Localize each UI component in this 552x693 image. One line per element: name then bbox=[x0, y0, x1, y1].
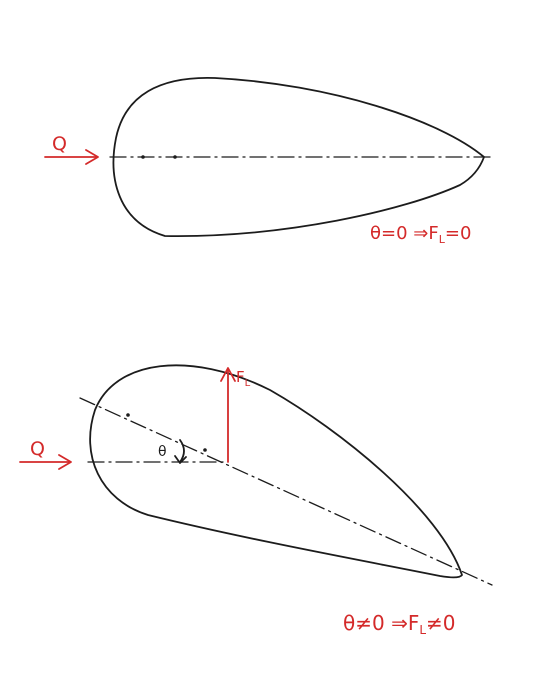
lift-arrowhead bbox=[220, 367, 236, 382]
top-flow-arrowhead bbox=[85, 149, 99, 165]
top-caption: θ=0 ⇒FL=0 bbox=[370, 223, 471, 246]
top-airfoil-outline bbox=[112, 77, 485, 237]
bottom-chord-dot bbox=[203, 448, 207, 452]
bottom-flow-arrowhead bbox=[58, 454, 72, 470]
lift-label: FL bbox=[236, 368, 251, 389]
top-chord-dot bbox=[173, 155, 177, 159]
angle-arc bbox=[179, 439, 185, 463]
angle-label: θ bbox=[158, 444, 167, 460]
bottom-airfoil-outline bbox=[89, 364, 463, 579]
bottom-caption: θ≠0 ⇒FL≠0 bbox=[343, 611, 456, 637]
top-chord-dot bbox=[141, 155, 145, 159]
bottom-chord-line bbox=[79, 397, 493, 586]
bottom-flow-label: Q bbox=[30, 438, 45, 460]
top-figure: Q θ=0 ⇒FL=0 bbox=[44, 77, 491, 246]
bottom-chord-dot bbox=[126, 413, 130, 417]
top-flow-label: Q bbox=[52, 133, 67, 155]
bottom-figure: θ FL Q θ≠0 ⇒FL≠0 bbox=[19, 364, 493, 637]
angle-arc-arrowhead bbox=[174, 455, 187, 464]
